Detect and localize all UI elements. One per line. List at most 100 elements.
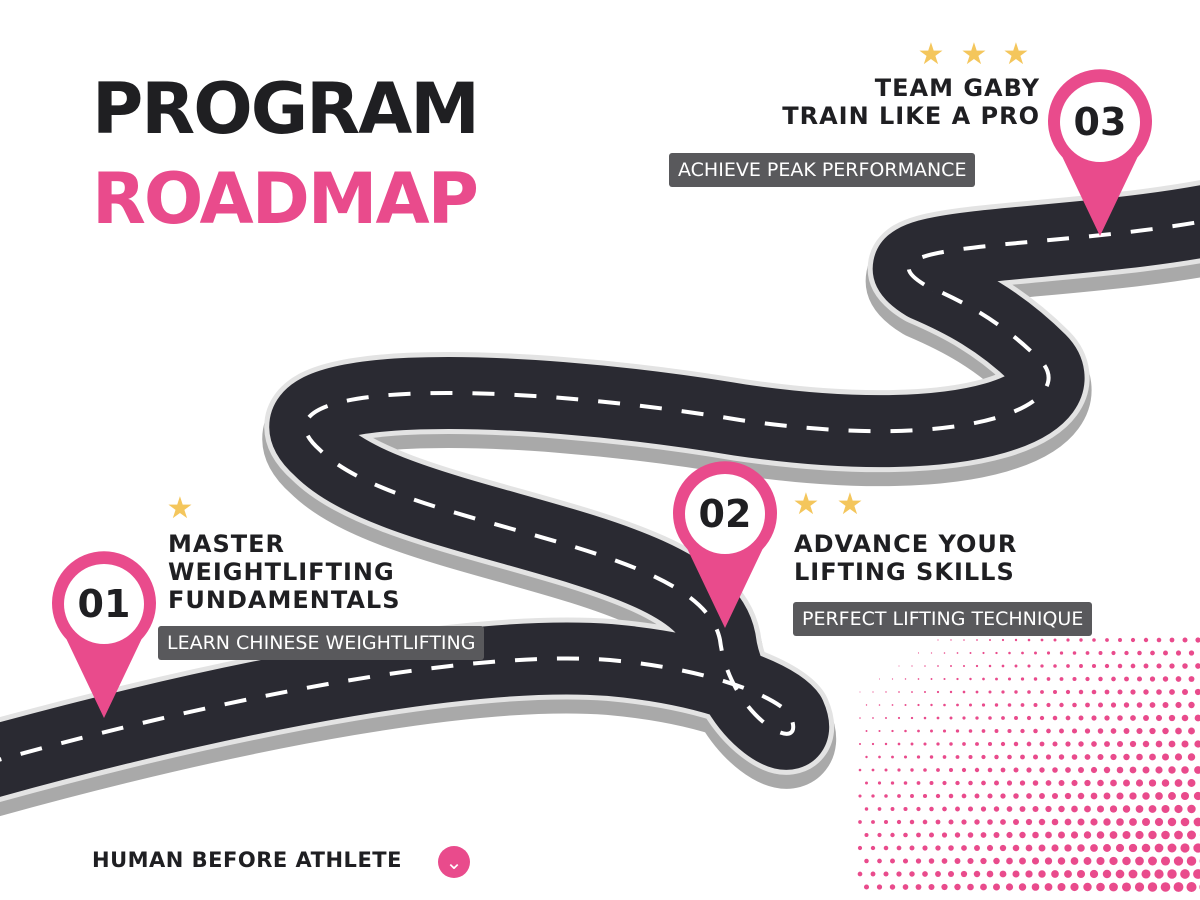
halftone-dot — [1154, 869, 1164, 879]
halftone-dot — [955, 780, 960, 786]
halftone-dot — [1053, 638, 1057, 642]
halftone-dot — [986, 870, 994, 878]
halftone-dot — [1188, 727, 1195, 735]
halftone-dot — [896, 845, 902, 851]
halftone-dot — [1079, 664, 1083, 668]
halftone-dot — [1033, 677, 1038, 681]
step-heading-line: FUNDAMENTALS — [168, 586, 401, 614]
halftone-dot — [994, 780, 999, 786]
halftone-dot — [1168, 792, 1176, 800]
halftone-dot — [961, 793, 967, 799]
halftone-dot — [992, 883, 1001, 891]
halftone-dot — [1129, 740, 1137, 748]
halftone-dot — [1070, 831, 1079, 839]
halftone-dot — [1031, 857, 1040, 865]
halftone-dot — [1116, 766, 1124, 774]
halftone-dot — [980, 883, 987, 891]
halftone-dot — [1040, 664, 1044, 668]
star-icon: ★ — [836, 487, 864, 522]
halftone-dot — [930, 703, 933, 707]
halftone-dot — [1169, 663, 1175, 669]
halftone-dot — [1162, 702, 1169, 708]
halftone-dot — [1098, 651, 1103, 655]
halftone-dot — [910, 716, 914, 720]
halftone-dot — [877, 832, 882, 838]
halftone-dots-decoration — [857, 637, 1200, 892]
halftone-dot — [878, 704, 881, 706]
halftone-dot — [1173, 882, 1184, 892]
halftone-dot — [878, 755, 881, 759]
halftone-dot — [1071, 728, 1078, 734]
halftone-dot — [909, 819, 915, 825]
halftone-dot — [1111, 650, 1116, 656]
halftone-dot — [1168, 714, 1176, 722]
halftone-dot — [1038, 818, 1046, 826]
halftone-dot — [950, 639, 952, 641]
halftone-dot — [871, 768, 875, 772]
halftone-dot — [891, 729, 894, 733]
halftone-dot — [1161, 779, 1170, 787]
halftone-dot — [883, 819, 889, 825]
halftone-dot — [883, 845, 889, 851]
halftone-dot — [1000, 819, 1006, 825]
halftone-dot — [1012, 818, 1020, 826]
pin-inner-circle — [1060, 82, 1140, 162]
halftone-dot — [898, 665, 900, 667]
halftone-dot — [865, 755, 868, 759]
halftone-dot — [1103, 844, 1111, 852]
halftone-dot — [1136, 702, 1143, 708]
halftone-dot — [941, 883, 948, 891]
halftone-dot — [1136, 676, 1143, 682]
halftone-dot — [961, 767, 967, 773]
halftone-dot — [1020, 728, 1025, 734]
halftone-dot — [1084, 779, 1091, 787]
halftone-dot — [890, 781, 895, 785]
halftone-dot — [1006, 831, 1013, 839]
halftone-dot — [989, 639, 991, 641]
halftone-dot — [1032, 805, 1039, 813]
halftone-dot — [1155, 792, 1163, 800]
halftone-dot — [928, 858, 935, 864]
halftone-dot — [981, 754, 986, 760]
halftone-dot — [974, 819, 980, 825]
halftone-dot — [1194, 740, 1200, 748]
halftone-dot — [897, 794, 901, 798]
halftone-dot — [961, 845, 967, 851]
halftone-dot — [1083, 831, 1092, 839]
halftone-dot — [864, 833, 869, 837]
halftone-dot — [1084, 728, 1091, 734]
halftone-dot — [1090, 818, 1098, 826]
halftone-dot — [969, 652, 972, 654]
halftone-dot — [1071, 754, 1078, 760]
halftone-dot — [885, 691, 887, 693]
halftone-dot — [1001, 638, 1005, 642]
halftone-dot — [956, 703, 959, 707]
halftone-dot — [1006, 780, 1013, 786]
halftone-dot — [1109, 831, 1118, 839]
step-heading-line: MASTER — [168, 530, 285, 558]
halftone-dot — [909, 871, 915, 877]
halftone-dot — [1194, 714, 1200, 722]
halftone-dot — [935, 793, 941, 799]
halftone-dot — [1187, 830, 1196, 840]
halftone-dot — [1160, 882, 1171, 892]
halftone-dot — [1033, 703, 1038, 707]
halftone-dot — [995, 651, 998, 655]
halftone-dot — [1181, 766, 1189, 774]
halftone-dot — [1155, 766, 1163, 774]
halftone-dot — [1180, 817, 1190, 827]
halftone-dot — [1025, 870, 1033, 878]
halftone-dot — [1072, 676, 1077, 682]
halftone-dot — [974, 767, 980, 773]
halftone-dot — [1051, 818, 1059, 826]
halftone-dot — [1079, 638, 1083, 642]
halftone-dot — [968, 754, 973, 760]
halftone-dot — [909, 845, 915, 851]
halftone-dot — [980, 832, 987, 838]
halftone-dot — [948, 793, 954, 799]
halftone-dot — [987, 819, 993, 825]
halftone-dot — [943, 703, 946, 707]
halftone-dot — [1136, 727, 1143, 735]
